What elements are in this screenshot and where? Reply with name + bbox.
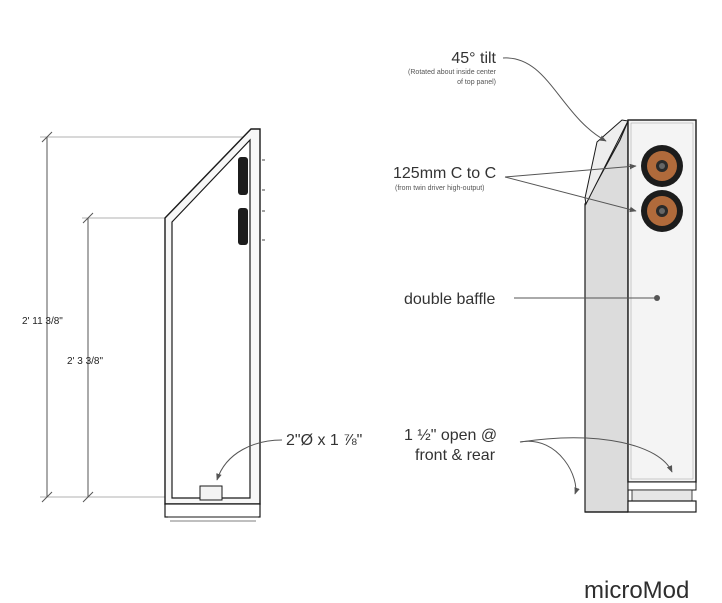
lower-height-label: 2' 3 3/8": [67, 356, 103, 367]
side-view: 2' 11 3/8" 2' 3 3/8": [22, 128, 362, 522]
tilt-label: 45° tilt: [451, 50, 496, 67]
driver-lower: [641, 190, 683, 232]
tilt-note-line2: of top panel): [457, 79, 496, 86]
brand-wordmark: microMod: [584, 577, 689, 603]
driver-upper: [641, 145, 683, 187]
tilt-note-line1: (Rotated about inside center: [408, 69, 497, 76]
opening-callout: 1 ½" open @ front & rear: [404, 427, 673, 495]
base-opening: [585, 481, 697, 513]
overall-height-dimension: 2' 11 3/8": [22, 131, 252, 503]
lower-height-dimension: 2' 3 3/8": [67, 212, 166, 503]
side-driver-upper: [238, 157, 248, 195]
side-base: [164, 503, 261, 518]
port-callout: 2"Ø x 1 ⅞": [216, 432, 362, 481]
baffle-label: double baffle: [404, 291, 495, 308]
spacing-callout: 125mm C to C (from twin driver high-outp…: [393, 163, 637, 213]
spacing-label: 125mm C to C: [393, 165, 496, 182]
front-view: 45° tilt (Rotated about inside center of…: [393, 50, 697, 513]
port-tube: [199, 485, 223, 501]
side-cabinet: [164, 128, 265, 522]
tilt-callout: 45° tilt (Rotated about inside center of…: [408, 50, 607, 142]
baffle-callout: double baffle: [404, 291, 660, 308]
overall-height-label: 2' 11 3/8": [22, 316, 63, 327]
cabinet-top-slope: [584, 119, 629, 206]
opening-label-line1: 1 ½" open @: [404, 427, 497, 444]
opening-label-line2: front & rear: [415, 447, 496, 464]
side-driver-lower: [238, 208, 248, 245]
spacing-note: (from twin driver high-output): [395, 185, 484, 192]
port-label: 2"Ø x 1 ⅞": [286, 432, 362, 449]
